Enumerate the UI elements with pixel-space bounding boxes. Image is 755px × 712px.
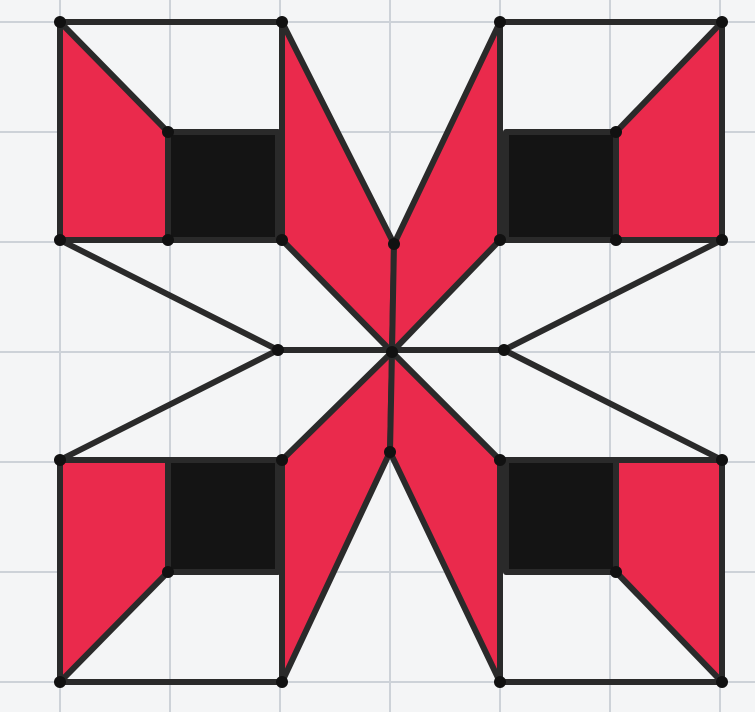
vertex-dot [716,676,728,688]
red-triangle [613,457,725,685]
black-square [503,457,619,575]
vertex-dot [54,676,66,688]
red-triangle [57,19,171,243]
vertex-dot [716,16,728,28]
vertex-dot [386,346,398,358]
petal-lower-right [387,349,503,685]
vertex-dot [54,234,66,246]
vertex-dot [716,234,728,246]
vertex-dot [494,16,506,28]
vertex-dot [276,454,288,466]
vertex-dot [610,566,622,578]
vertex-dot [54,454,66,466]
petal-lower-left [279,349,395,685]
red-triangle [57,457,171,685]
vertex-dots [54,16,728,688]
petal-upper-left [279,19,397,355]
vertex-dot [276,234,288,246]
vertex-dot [384,446,396,458]
vertex-dot [162,566,174,578]
black-square [165,457,281,575]
red-triangle [613,19,725,243]
vertex-dot [54,16,66,28]
vertex-dot [494,234,506,246]
vertex-dot [610,126,622,138]
vertex-dot [272,344,284,356]
vertex-dot [498,344,510,356]
black-square [503,129,619,243]
black-square [165,129,281,243]
petal-upper-right [389,19,503,355]
star-arm-right [501,237,725,463]
vertex-dot [276,16,288,28]
vertex-dot [388,238,400,250]
vertex-dot [162,234,174,246]
vertex-dot [494,676,506,688]
vertex-dot [494,454,506,466]
vertex-dot [276,676,288,688]
vertex-dot [610,234,622,246]
vertex-dot [716,454,728,466]
vertex-dot [162,126,174,138]
